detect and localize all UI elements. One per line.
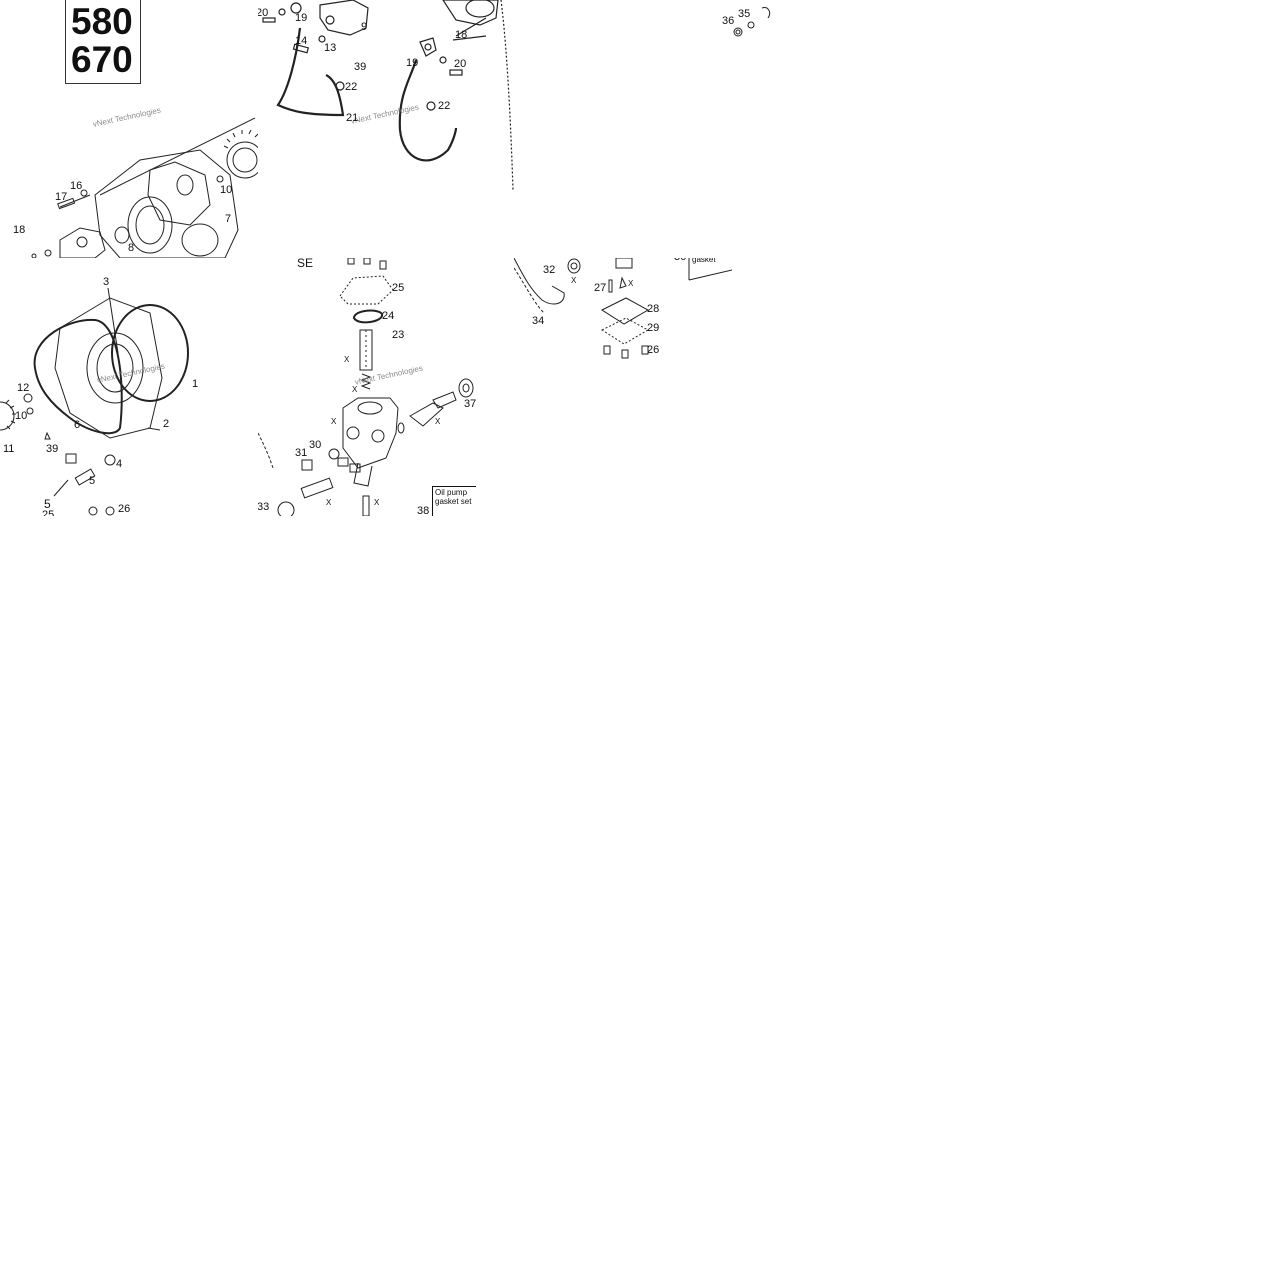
callout-26: 26 (647, 344, 660, 356)
oil-pump-cover-gasket-drawing (514, 258, 732, 359)
callout-8: 8 (128, 242, 135, 254)
callout-33: 33 (258, 501, 270, 513)
callout-22: 22 (438, 100, 451, 112)
callout-26: 26 (118, 503, 131, 515)
callout-1: 1 (192, 378, 199, 390)
oil-pump-gasket-set-label: Oil pump gasket set (432, 486, 476, 516)
diagram-tile-2: vNext Technologies 20 19 9 14 13 39 22 2… (258, 0, 516, 258)
callout-31: 31 (295, 447, 308, 459)
callout-17: 17 (55, 191, 68, 203)
callout-25: 25 (42, 509, 55, 517)
callout-x-6: X (374, 498, 380, 507)
callout-19: 19 (406, 57, 419, 69)
callout-35: 35 (738, 8, 751, 20)
callout-x-1: X (571, 276, 577, 285)
gasket-box-label: gasket (692, 258, 716, 264)
callout-20: 20 (454, 58, 467, 70)
diagram-tile-1: 580 670 vNext Technologies 16 17 18 10 8… (0, 0, 258, 258)
callout-7: 7 (225, 213, 232, 225)
rotary-valve-cover-drawing (31, 117, 258, 258)
callout-39: 39 (354, 61, 367, 73)
callout-21: 21 (346, 112, 359, 124)
callout-36: 36 (722, 15, 735, 27)
model-number-box: 580 670 (65, 0, 141, 84)
callout-27: 27 (594, 282, 607, 294)
callout-13: 13 (324, 42, 337, 54)
diagram-tile-4: vNext Technologies 3 1 12 10 6 2 11 39 5… (0, 258, 258, 516)
callout-30: 30 (309, 439, 322, 451)
callout-6: 6 (74, 419, 81, 431)
rotary-valve-cover-belt-drawing (0, 287, 189, 516)
callout-x-3: X (331, 417, 337, 426)
section-label: SE (297, 258, 314, 270)
callout-16: 16 (70, 180, 83, 192)
callout-28: 28 (647, 303, 660, 315)
callout-18: 18 (13, 224, 26, 236)
callout-x-2: X (628, 279, 634, 288)
callout-4: 4 (116, 458, 123, 470)
callout-29: 29 (647, 322, 660, 334)
callout-10: 10 (220, 184, 233, 196)
callout-38: 38 (417, 505, 430, 517)
callout-22: 22 (345, 81, 358, 93)
model-number-1: 580 (71, 1, 133, 42)
model-number-2: 670 (71, 39, 133, 80)
callout-x-4: X (435, 417, 441, 426)
callout-11: 11 (3, 443, 15, 455)
callout-25: 25 (392, 282, 405, 294)
callout-14: 14 (295, 35, 308, 47)
callout-24: 24 (382, 310, 395, 322)
callout-19: 19 (295, 12, 308, 24)
callout-5-main: 5 (44, 497, 51, 511)
diagram-tile-3: 15 35 36 (516, 0, 774, 258)
callout-37: 37 (464, 398, 476, 410)
diagram-tile-5: SE vNext Technologies 25 24 23 X X 30 31… (258, 258, 476, 516)
callout-18: 18 (455, 29, 468, 41)
oil-line-drawing (262, 0, 514, 191)
callout-10: 10 (15, 410, 28, 422)
callout-32: 32 (543, 264, 556, 276)
diagram-tile-6: 32 X 27 X 28 29 34 26 36 gasket (514, 258, 732, 516)
callout-20: 20 (258, 7, 269, 19)
callout-x-2: X (352, 385, 358, 394)
callout-12: 12 (17, 382, 30, 394)
callout-x-1: X (344, 355, 350, 364)
callout-9: 9 (361, 21, 368, 33)
parts-hardware-drawing (733, 7, 771, 37)
callout-x-5: X (326, 498, 332, 507)
callout-3: 3 (103, 276, 110, 288)
callout-36: 36 (674, 258, 686, 263)
callout-39: 39 (46, 443, 59, 455)
callout-23: 23 (392, 329, 405, 341)
callout-34: 34 (532, 315, 545, 327)
oil-pump-exploded-drawing (258, 258, 474, 516)
callout-5: 5 (89, 475, 96, 487)
callout-2: 2 (163, 418, 170, 430)
